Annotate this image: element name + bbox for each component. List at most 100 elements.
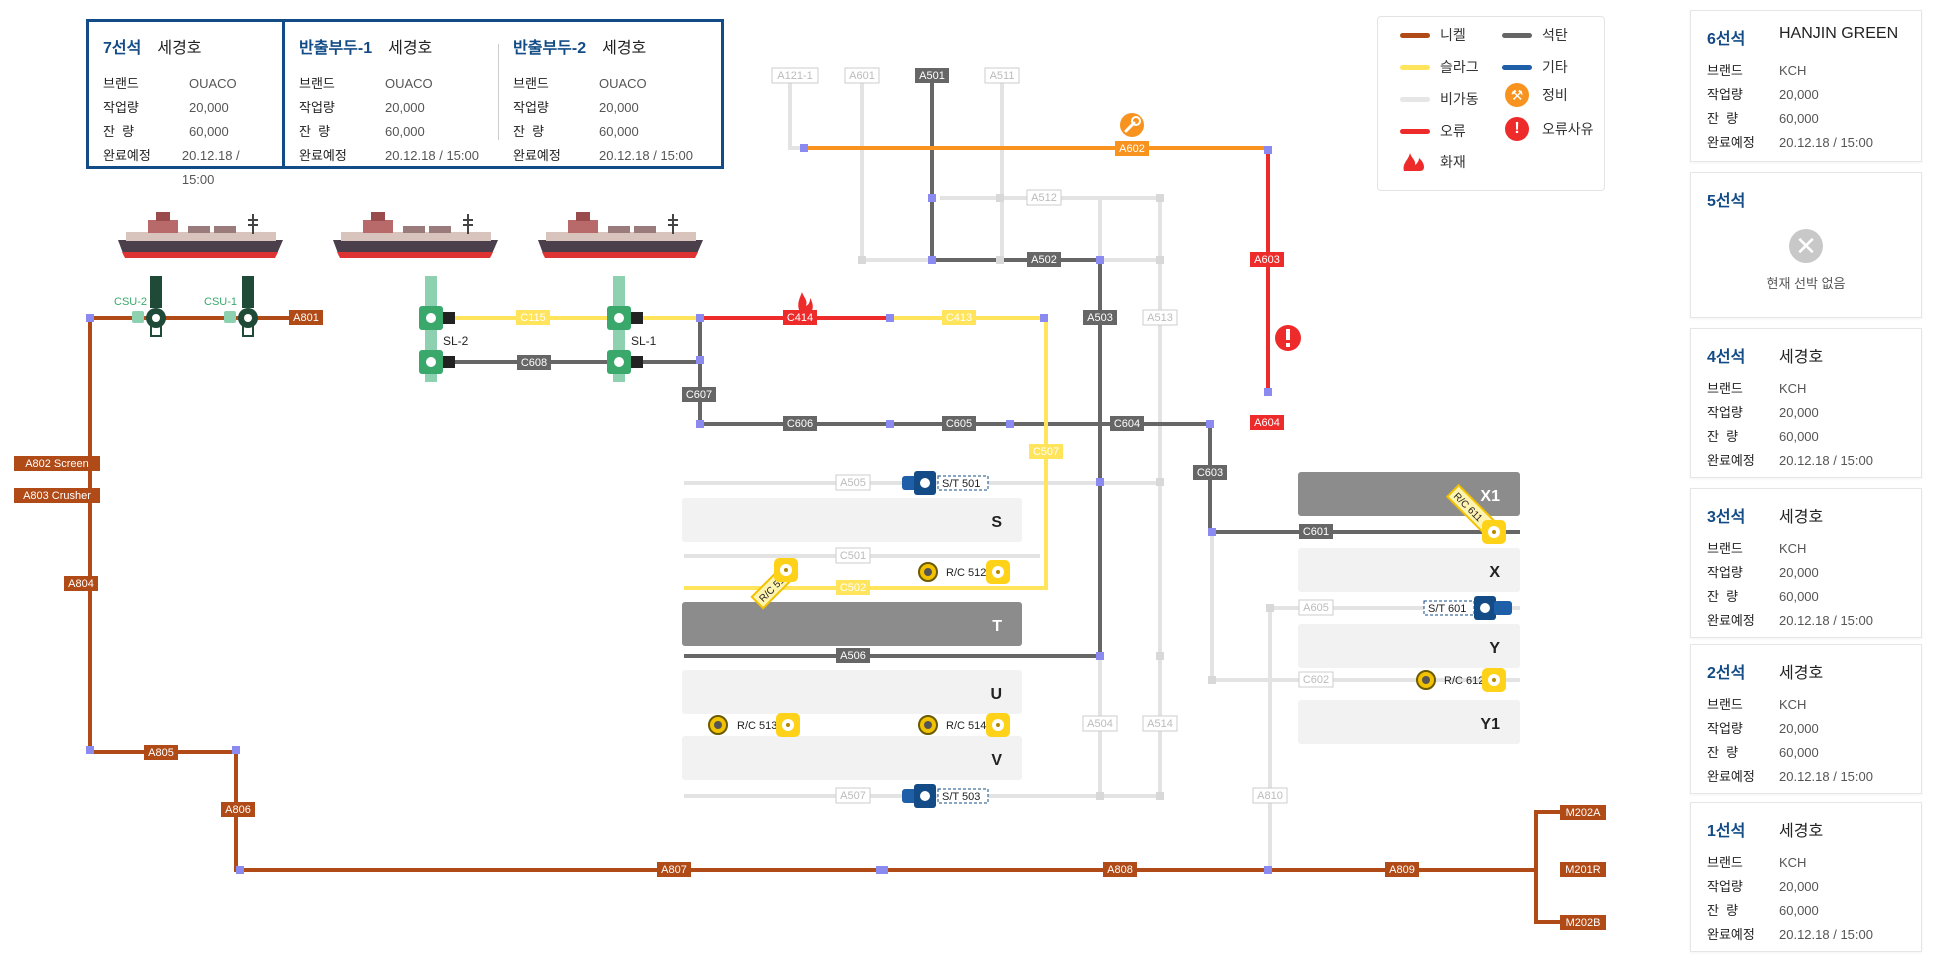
reclaimer-rc512[interactable]: R/C 512 (918, 560, 1010, 584)
svg-text:A502: A502 (1031, 254, 1057, 266)
svg-text:A511: A511 (990, 70, 1015, 82)
conveyor-joints (86, 144, 1272, 874)
yard-v (682, 736, 1022, 780)
svg-text:C606: C606 (787, 418, 813, 430)
legend-label: 오류 (1440, 123, 1466, 139)
work-label: 작업량 (1707, 721, 1743, 736)
sl2-loader[interactable] (419, 276, 455, 382)
label-a514: A514 (1142, 715, 1178, 732)
error-reason-icon: ! (1505, 117, 1529, 141)
reclaimer-rc511[interactable]: R/C 511 (750, 558, 799, 610)
work-label: 작업량 (513, 100, 549, 115)
remain-label: 잔 량 (1707, 429, 1739, 444)
svg-text:R/C 512: R/C 512 (946, 567, 986, 579)
csu2-unloader[interactable] (132, 276, 166, 337)
legend-label: 화재 (1440, 154, 1466, 170)
stacker-st601[interactable]: S/T 601 (1423, 596, 1512, 620)
svg-text:A804: A804 (68, 578, 94, 590)
eta-label: 완료예정 (299, 148, 347, 163)
eta-label: 완료예정 (1707, 769, 1755, 784)
svg-text:A505: A505 (840, 477, 866, 489)
remain-label: 잔 량 (1707, 745, 1739, 760)
berth-name: 6선석 (1707, 31, 1746, 48)
csu2-label: CSU-2 (114, 296, 147, 308)
svg-text:C115: C115 (520, 312, 545, 324)
idle-swatch (1400, 96, 1430, 102)
label-c502: C502 (836, 580, 870, 595)
legend-label: 비가동 (1440, 91, 1479, 107)
svg-text:M202A: M202A (1566, 807, 1602, 819)
eta-value: 20.12.18 / 15:00 (599, 148, 693, 163)
label-c601: C601 (1299, 524, 1333, 539)
reclaimer-rc513[interactable]: R/C 513 (708, 713, 800, 737)
remain-value: 60,000 (1779, 589, 1819, 604)
berth-card-5[interactable]: 5선석 ✕ 현재 선박 없음 (1690, 172, 1922, 318)
label-a507: A507 (835, 787, 871, 804)
sl1-label: SL-1 (631, 334, 657, 348)
svg-text:S/T 501: S/T 501 (942, 478, 980, 490)
error-reason-icon[interactable] (1275, 325, 1301, 351)
fire-icon[interactable] (798, 292, 813, 314)
error-conveyors (700, 150, 1270, 395)
label-a808: A808 (1103, 862, 1137, 877)
sl2-label: SL-2 (443, 334, 469, 348)
stacker-st501[interactable]: S/T 501 (902, 471, 989, 495)
svg-text:C414: C414 (787, 312, 813, 324)
berth-name: 4선석 (1707, 349, 1746, 366)
stacker-st503[interactable]: S/T 503 (902, 784, 989, 808)
reclaimer-rc612[interactable]: R/C 612 (1416, 668, 1506, 692)
wrench-icon[interactable] (1120, 113, 1144, 137)
reclaimer-rc514[interactable]: R/C 514 (918, 713, 1010, 737)
yard-t-label: T (992, 618, 1002, 635)
legend-coal: 석탄 (1502, 25, 1568, 45)
svg-text:A605: A605 (1303, 602, 1329, 614)
svg-text:R/C 612: R/C 612 (1444, 675, 1484, 687)
legend-nickel: 니켈 (1400, 25, 1466, 45)
yard-x (1298, 548, 1520, 592)
berth-name: 3선석 (1707, 509, 1746, 526)
label-c507: C507 (1029, 444, 1063, 459)
brand-label: 브랜드 (1707, 381, 1743, 396)
label-a513: A513 (1142, 309, 1178, 326)
brand-value: KCH (1779, 855, 1807, 870)
legend-label: 기타 (1542, 59, 1568, 75)
brand-value: OUACO (599, 76, 647, 91)
svg-text:A602: A602 (1119, 143, 1145, 155)
svg-text:A501: A501 (919, 70, 945, 82)
svg-text:A808: A808 (1107, 864, 1133, 876)
remain-label: 잔 량 (1707, 903, 1739, 918)
brand-label: 브랜드 (1707, 541, 1743, 556)
eta-value: 20.12.18 / 15:00 (181, 148, 240, 187)
idle-joints (858, 194, 1274, 800)
label-a501: A501 (915, 68, 949, 83)
label-c414: C414 (783, 310, 817, 325)
yard-y (1298, 624, 1520, 668)
svg-text:C603: C603 (1197, 467, 1223, 479)
remain-value: 60,000 (1779, 111, 1819, 126)
sl1-loader[interactable] (607, 276, 643, 382)
yard-u-label: U (990, 686, 1002, 703)
legend-label: 석탄 (1542, 27, 1568, 43)
svg-text:C413: C413 (946, 312, 972, 324)
label-a605: A605 (1298, 599, 1334, 616)
work-value: 20,000 (1779, 405, 1819, 420)
yard-x-label: X (1489, 564, 1500, 581)
label-c501: C501 (835, 547, 871, 564)
svg-text:A805: A805 (148, 747, 174, 759)
eta-value: 20.12.18 / 15:00 (1779, 769, 1873, 784)
csu1-unloader[interactable] (224, 276, 258, 337)
svg-text:A801: A801 (293, 312, 319, 324)
label-a502: A502 (1027, 252, 1061, 267)
remain-value: 60,000 (189, 124, 229, 139)
legend-slag: 슬라그 (1400, 57, 1479, 77)
work-label: 작업량 (299, 100, 335, 115)
label-a803: A803 Crusher (14, 488, 100, 503)
